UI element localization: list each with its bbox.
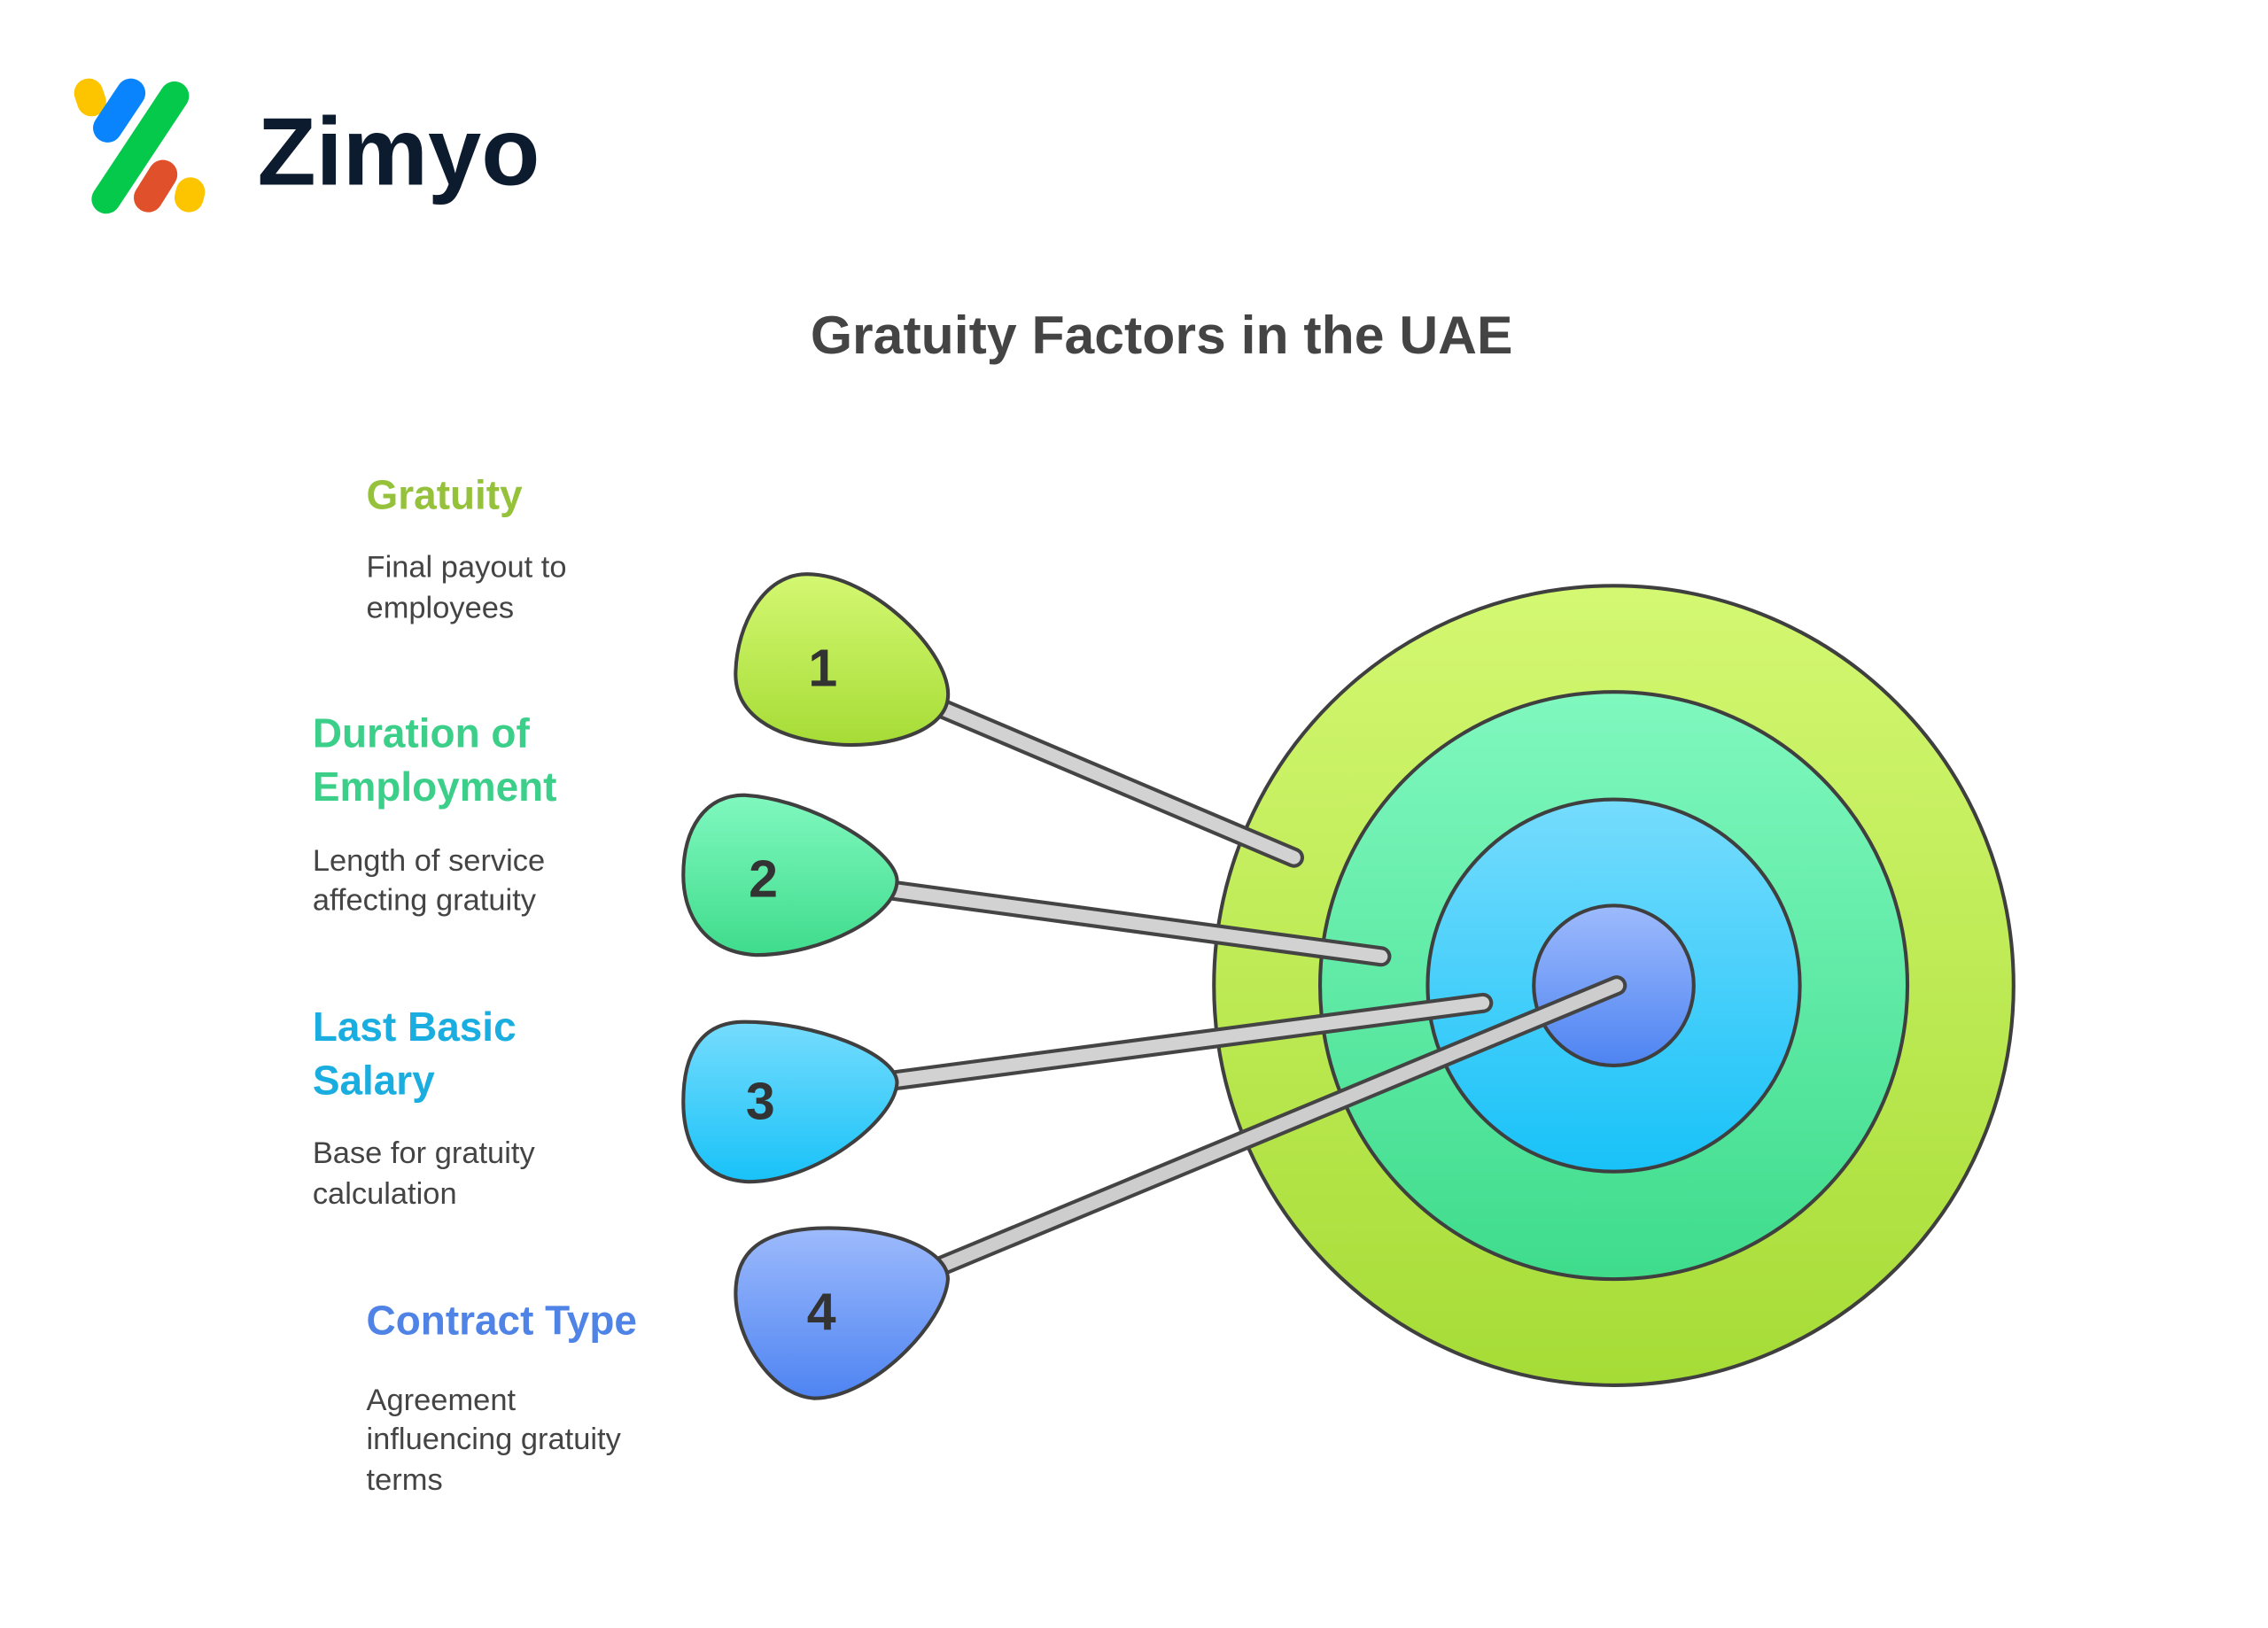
zimyo-logo: Zimyo <box>74 78 540 214</box>
logo-mark-icon <box>74 78 206 214</box>
factor-contract: Contract Type Agreement influencing grat… <box>367 1297 637 1497</box>
factor-gratuity: Gratuity Final payout to employees <box>367 471 567 624</box>
dart-number-2: 2 <box>749 850 778 909</box>
factor-desc: Base for gratuity <box>313 1136 536 1170</box>
factor-desc: Final payout to <box>367 551 567 585</box>
factor-desc: influencing gratuity <box>367 1423 622 1456</box>
dart-rod-1 <box>923 696 1301 864</box>
dart-rods <box>876 693 1627 1278</box>
dart-head-1 <box>734 572 951 748</box>
factor-desc: employees <box>367 591 515 624</box>
factor-desc: terms <box>367 1463 443 1497</box>
factor-salary: Last Basic Salary Base for gratuity calc… <box>313 1004 536 1211</box>
dart-rod-2 <box>880 882 1388 964</box>
factor-title: Contract Type <box>367 1297 637 1343</box>
dart-number-3: 3 <box>746 1073 775 1131</box>
dart-rod-3 <box>880 996 1490 1089</box>
factor-duration: Duration of Employment Length of service… <box>313 710 557 918</box>
factor-title: Last Basic <box>313 1004 517 1050</box>
dart-head-4 <box>734 1226 951 1400</box>
factor-title: Gratuity <box>367 471 524 517</box>
factor-title: Employment <box>313 764 557 810</box>
page-title: Gratuity Factors in the UAE <box>811 305 1513 365</box>
dart-rod-4 <box>931 979 1624 1275</box>
dart-heads <box>681 572 951 1400</box>
factor-desc: calculation <box>313 1177 457 1211</box>
dart-number-1: 1 <box>808 640 837 698</box>
factor-desc: affecting gratuity <box>313 883 537 917</box>
dart-head-2 <box>681 793 899 957</box>
brand-name: Zimyo <box>257 97 540 205</box>
factor-title: Duration of <box>313 710 531 756</box>
factor-title: Salary <box>313 1058 435 1104</box>
dart-number-4: 4 <box>807 1283 836 1342</box>
dart-head-3 <box>681 1019 899 1184</box>
factor-desc: Agreement <box>367 1384 517 1417</box>
factor-desc: Length of service <box>313 844 545 878</box>
